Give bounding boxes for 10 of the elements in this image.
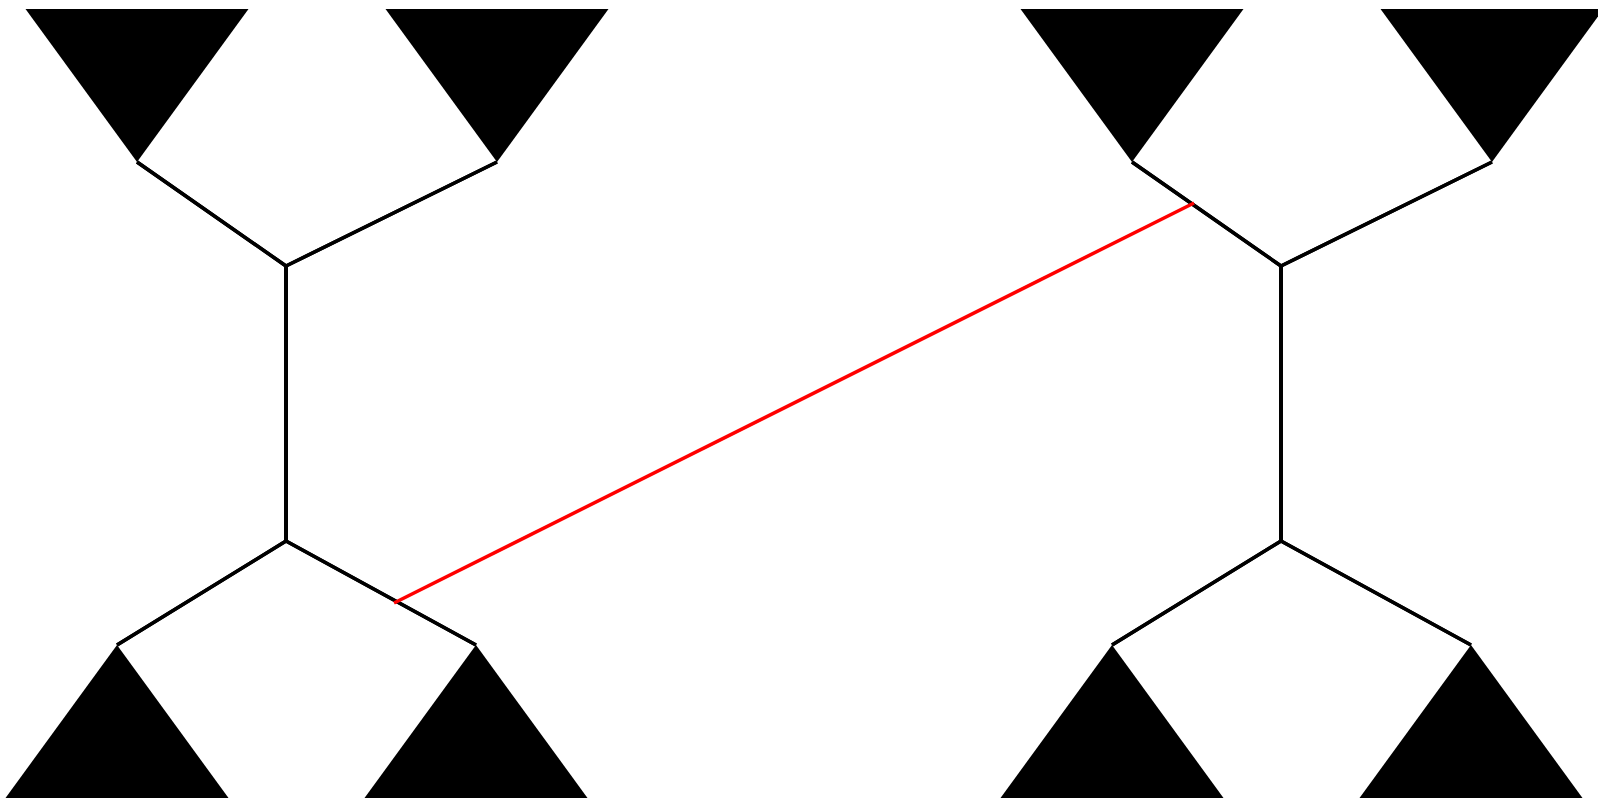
triangle [1020, 9, 1244, 162]
connector-line [1279, 160, 1493, 647]
triangle [364, 645, 588, 798]
triangle [1000, 645, 1224, 798]
triangle [385, 9, 609, 162]
triangle [25, 9, 249, 162]
connector-line [284, 160, 498, 647]
triangle [5, 645, 229, 798]
triangle [1359, 645, 1583, 798]
triangle [1380, 9, 1598, 162]
